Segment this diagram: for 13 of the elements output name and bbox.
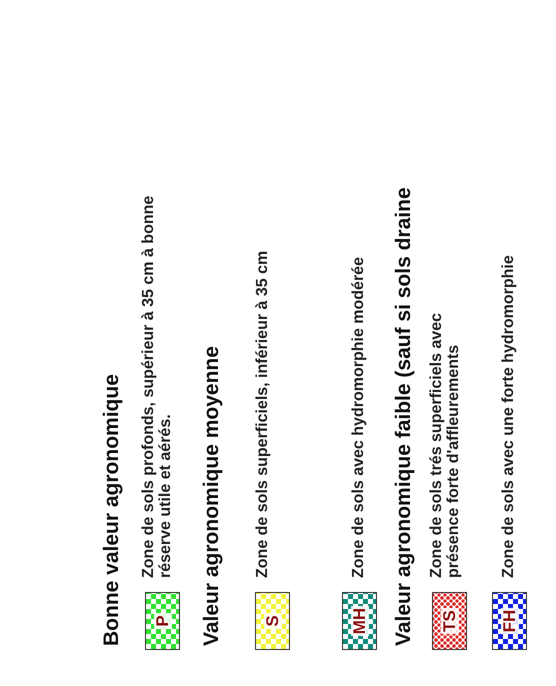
legend-swatch: FH [492,592,527,650]
legend-description: Zone de sols superficiels, inférieur à 35 cm [254,250,271,578]
section-heading: Valeur agronomique faible (sauf si sols draine [392,187,416,646]
legend-description: Zone de sols avec hydromorphie modérée [350,256,367,578]
legend-description: Zone de sols trés superficiels avec présence forte d'affleurements [428,312,462,578]
legend-swatch: TS [432,592,467,650]
legend-swatch: P [145,592,180,650]
section-heading: Valeur agronomique moyenne [200,346,224,646]
legend-description: Zone de sols profonds, supérieur à 35 cm à bonne réserve utile et aérés. [140,194,174,578]
legend-description: Zone de sols avec une forte hydromorphie [500,254,517,578]
legend-swatch: MH [342,592,377,650]
section-heading: Bonne valeur agronomique [100,374,124,646]
legend-swatch: S [255,592,290,650]
